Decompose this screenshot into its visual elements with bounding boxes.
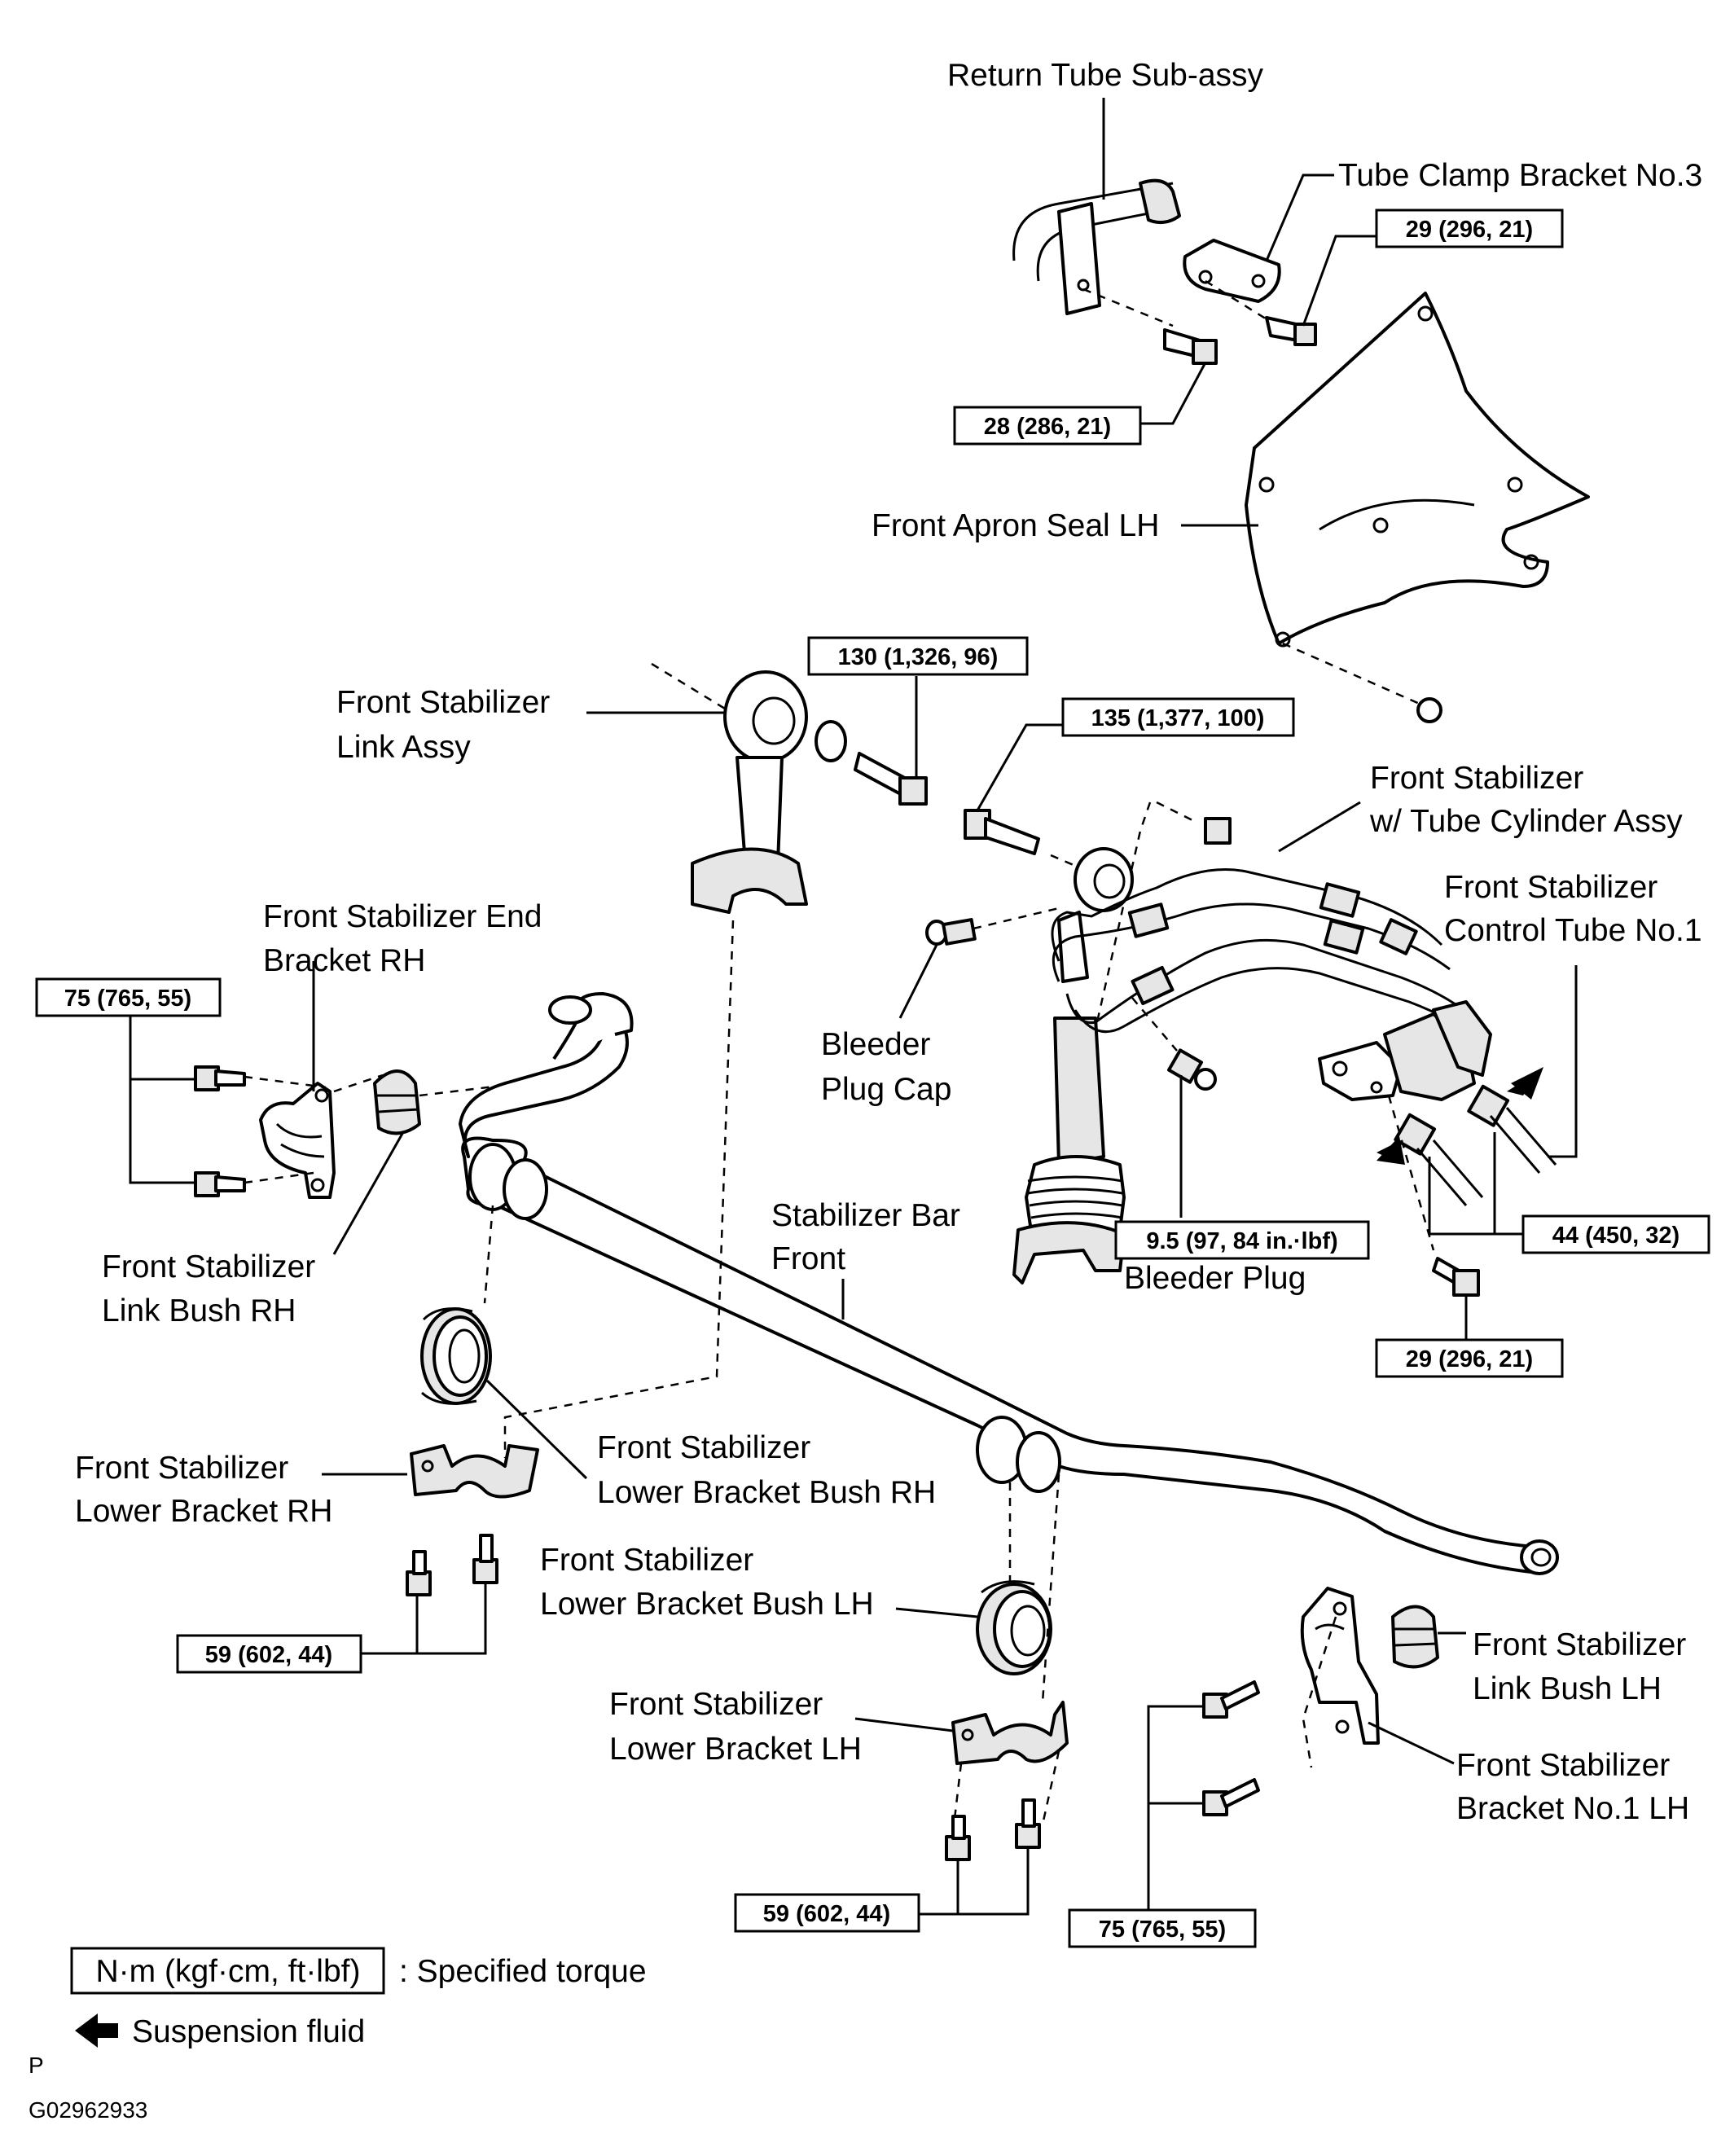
torque-box-28: 28 (286, 21) xyxy=(953,406,1142,446)
label-control-tube-1: Front Stabilizer xyxy=(1444,870,1658,905)
stabilizer-bar-front xyxy=(459,992,1559,1575)
label-lower-bracket-rh-2: Lower Bracket RH xyxy=(75,1494,332,1529)
svg-text:135 (1,377, 100): 135 (1,377, 100) xyxy=(1091,705,1265,731)
label-link-bush-lh-1: Front Stabilizer xyxy=(1473,1627,1686,1662)
torque-box-75-rh: 75 (765, 55) xyxy=(35,977,222,1017)
label-bracket-no1-lh-1: Front Stabilizer xyxy=(1456,1748,1670,1783)
label-bleeder-plug: Bleeder Plug xyxy=(1124,1261,1306,1296)
return-tube-sub-assy xyxy=(1012,178,1181,315)
torque-box-135: 135 (1,377, 100) xyxy=(1061,697,1295,737)
cylinder-nut xyxy=(1204,817,1232,845)
label-stabilizer-bar-2: Front xyxy=(771,1241,845,1276)
bracket-lh-bolt-upper xyxy=(1202,1680,1260,1719)
svg-text:29 (296, 21): 29 (296, 21) xyxy=(1406,1346,1533,1372)
front-stabilizer-bracket-no1-lh xyxy=(1300,1587,1380,1745)
front-stabilizer-lower-bracket-rh xyxy=(410,1444,539,1499)
control-tube-fitting-1 xyxy=(1394,1113,1484,1206)
torque-box-29-lower: 29 (296, 21) xyxy=(1375,1338,1564,1378)
label-link-assy-2: Link Assy xyxy=(336,730,471,765)
label-stabilizer-bar-1: Stabilizer Bar xyxy=(771,1198,960,1233)
front-stabilizer-lower-bracket-lh xyxy=(951,1701,1069,1765)
legend-fluid: Suspension fluid xyxy=(75,2013,365,2049)
cylinder-bolt xyxy=(964,809,1040,855)
label-lower-bush-rh-1: Front Stabilizer xyxy=(597,1430,810,1465)
front-stabilizer-end-bracket-rh xyxy=(259,1082,336,1199)
legend-unit-desc: : Specified torque xyxy=(399,1954,647,1989)
control-tube-fitting-2 xyxy=(1467,1084,1557,1174)
svg-text:59 (602, 44): 59 (602, 44) xyxy=(763,1901,890,1927)
label-link-bush-lh-2: Link Bush LH xyxy=(1473,1671,1662,1706)
cylinder-bracket-bolt xyxy=(1432,1257,1480,1297)
torque-box-75-lh: 75 (765, 55) xyxy=(1068,1908,1257,1948)
label-return-tube: Return Tube Sub-assy xyxy=(947,58,1264,93)
label-lower-bush-rh-2: Lower Bracket Bush RH xyxy=(597,1475,936,1510)
label-link-assy-1: Front Stabilizer xyxy=(336,685,550,720)
link-washer xyxy=(815,720,847,762)
svg-text:130 (1,326, 96): 130 (1,326, 96) xyxy=(838,644,999,670)
svg-text:59 (602, 44): 59 (602, 44) xyxy=(205,1642,332,1668)
label-lower-bush-lh-2: Lower Bracket Bush LH xyxy=(540,1587,874,1622)
torque-box-59-lh: 59 (602, 44) xyxy=(734,1893,920,1933)
footer-code-p: P xyxy=(29,2053,44,2078)
label-lower-bracket-lh-1: Front Stabilizer xyxy=(609,1687,823,1722)
svg-text:9.5 (97, 84 in.·lbf): 9.5 (97, 84 in.·lbf) xyxy=(1146,1228,1337,1254)
tube-clamp-bracket xyxy=(1183,239,1281,303)
front-stabilizer-lower-bracket-bush-rh xyxy=(420,1307,492,1405)
end-bracket-bolt-lower xyxy=(194,1171,246,1197)
torque-box-29-upper: 29 (296, 21) xyxy=(1375,209,1564,248)
front-stabilizer-lower-bracket-bush-lh xyxy=(976,1580,1052,1675)
bracket-lh-bolt-lower xyxy=(1202,1778,1260,1816)
label-end-bracket-rh-1: Front Stabilizer End xyxy=(263,899,542,934)
label-cylinder-assy-2: w/ Tube Cylinder Assy xyxy=(1369,804,1683,839)
label-control-tube-2: Control Tube No.1 xyxy=(1444,913,1702,948)
front-stabilizer-link-bush-lh xyxy=(1391,1605,1439,1669)
svg-text:44 (450, 32): 44 (450, 32) xyxy=(1552,1223,1680,1249)
torque-box-130: 130 (1,326, 96) xyxy=(807,636,1029,676)
svg-text:29 (296, 21): 29 (296, 21) xyxy=(1406,217,1533,243)
svg-text:75 (765, 55): 75 (765, 55) xyxy=(64,986,191,1012)
front-stabilizer-link-bush-rh xyxy=(373,1069,421,1135)
label-front-apron-seal: Front Apron Seal LH xyxy=(872,508,1159,543)
torque-box-59-rh: 59 (602, 44) xyxy=(176,1634,362,1674)
link-bolt xyxy=(854,752,928,806)
apron-seal-clip xyxy=(1416,697,1442,723)
torque-box-9-5: 9.5 (97, 84 in.·lbf) xyxy=(1114,1220,1370,1260)
lower-bracket-lh-bolt-2 xyxy=(1015,1798,1041,1849)
lower-bracket-rh-bolt-1 xyxy=(406,1550,432,1596)
label-lower-bush-lh-1: Front Stabilizer xyxy=(540,1543,753,1578)
lower-bracket-rh-bolt-2 xyxy=(472,1534,498,1584)
label-link-bush-rh-1: Front Stabilizer xyxy=(102,1249,315,1284)
bleeder-plug-cap xyxy=(925,918,977,946)
front-apron-seal-lh xyxy=(1245,292,1590,648)
end-bracket-bolt-upper xyxy=(194,1065,246,1091)
label-cylinder-assy-1: Front Stabilizer xyxy=(1370,761,1583,796)
label-bracket-no1-lh-2: Bracket No.1 LH xyxy=(1456,1791,1689,1826)
footer-image-code: G02962933 xyxy=(29,2097,147,2123)
label-lower-bracket-lh-2: Lower Bracket LH xyxy=(609,1732,862,1767)
label-lower-bracket-rh-1: Front Stabilizer xyxy=(75,1451,288,1486)
label-bleeder-plug-cap-1: Bleeder xyxy=(821,1027,930,1062)
svg-text:75 (765, 55): 75 (765, 55) xyxy=(1099,1917,1226,1943)
bolt-clamp xyxy=(1265,316,1317,346)
legend-unit: N·m (kgf·cm, ft·lbf) xyxy=(96,1954,361,1989)
label-end-bracket-rh-2: Bracket RH xyxy=(263,943,425,978)
front-stabilizer-cylinder-assy xyxy=(1012,847,1492,1284)
svg-text:28 (286, 21): 28 (286, 21) xyxy=(984,414,1111,440)
legend-torque: N·m (kgf·cm, ft·lbf) : Specified torque xyxy=(70,1947,647,1995)
bolt-return-tube xyxy=(1163,328,1218,365)
torque-box-44: 44 (450, 32) xyxy=(1521,1214,1710,1254)
front-stabilizer-link-assy xyxy=(691,670,808,914)
bleeder-plug xyxy=(1167,1048,1217,1091)
label-tube-clamp-bracket: Tube Clamp Bracket No.3 xyxy=(1338,158,1702,193)
label-bleeder-plug-cap-2: Plug Cap xyxy=(821,1072,951,1107)
suspension-fluid-arrow-icon xyxy=(75,2013,118,2048)
label-link-bush-rh-2: Link Bush RH xyxy=(102,1293,296,1328)
legend-fluid-text: Suspension fluid xyxy=(132,2014,365,2049)
lower-bracket-lh-bolt-1 xyxy=(945,1815,971,1861)
